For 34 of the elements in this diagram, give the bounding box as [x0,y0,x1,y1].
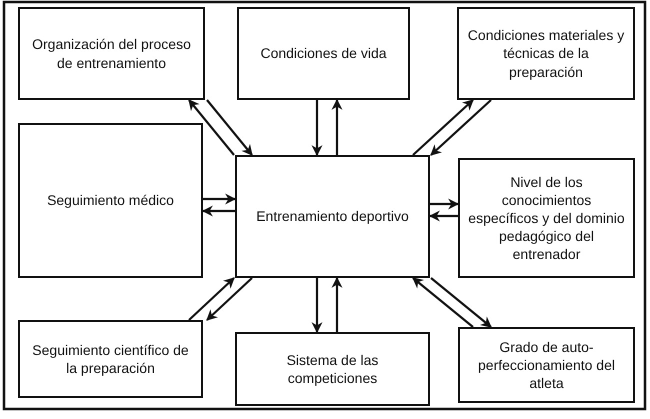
arrow [430,99,492,156]
arrow [188,277,235,321]
factor-box [457,7,635,100]
box-label: Organización del proceso de entrenamiento [31,35,192,72]
arrow [412,99,474,156]
factor-box [235,332,430,406]
box-label: Seguimiento médico [47,191,174,210]
arrow [188,99,235,156]
arrow [206,277,253,321]
arrow [332,98,342,155]
arrow [202,206,235,216]
box-label: Nivel de los conocimientos específicos y del dominio pedagógico del entrenador [468,172,625,264]
arrow [430,198,460,210]
box-label: Entrenamiento deportivo [256,207,409,226]
box-label: Seguimiento científico de la preparación [31,340,190,378]
factor-box [18,123,203,278]
factor-box [237,7,410,100]
box-label: Grado de auto-perfeccionamiento del atleta [477,338,616,392]
arrow [430,277,492,328]
arrow [428,210,458,222]
factor-box [458,327,635,403]
factor-box [458,158,635,278]
factor-box [18,320,203,398]
box-label: Sistema de las competiciones [286,350,380,388]
central-box [235,155,430,278]
box-label: Condiciones de vida [260,44,387,63]
arrow [332,276,342,332]
arrow [206,99,253,156]
arrow [312,100,322,156]
arrow [203,194,236,204]
factor-box [18,7,205,100]
arrow [312,278,322,334]
box-label: Condiciones materiales y técnicas de la preparación [467,26,625,81]
arrow [412,277,474,328]
